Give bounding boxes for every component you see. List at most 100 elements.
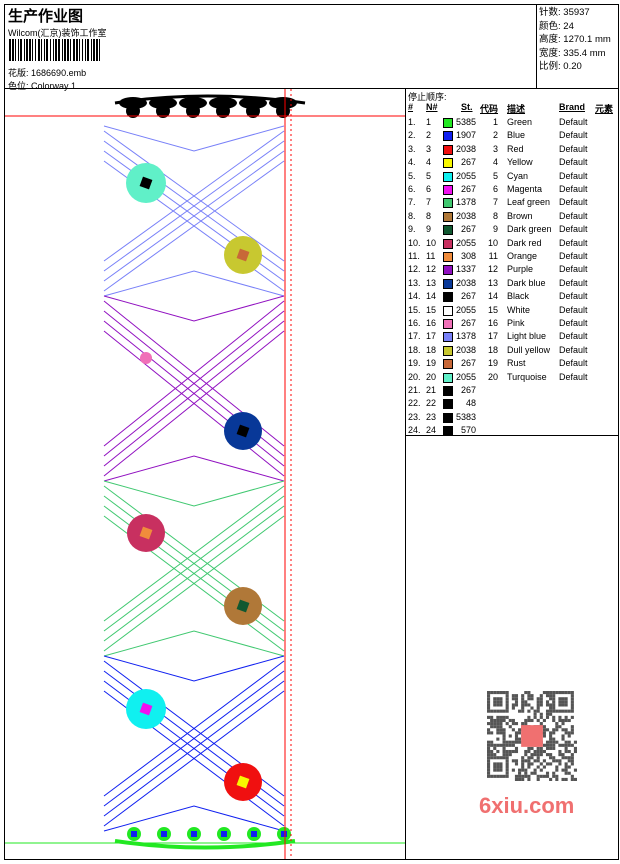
chevron-line: [103, 630, 285, 657]
satin-line: [103, 485, 285, 622]
row-code: 12: [487, 264, 498, 275]
stop-row: 18. 18 2038 18 Dull yellow Default: [406, 344, 618, 357]
color-swatch: [443, 292, 453, 303]
stop-row: 22. 22 48: [406, 397, 618, 410]
row-stitches: 2038: [455, 210, 476, 221]
row-stitches: 2055: [455, 170, 476, 181]
row-brand: Default: [559, 318, 588, 328]
row-index: 10.: [408, 237, 421, 248]
color-swatch: [443, 144, 453, 155]
row-code: 10: [487, 237, 498, 248]
satin-line: [103, 495, 285, 632]
border-center: [251, 831, 257, 837]
row-stitches: 1907: [455, 130, 476, 141]
border-dot: [156, 104, 170, 118]
satin-line: [103, 670, 285, 807]
row-needle: 11: [426, 251, 436, 261]
row-brand: Default: [559, 157, 588, 168]
design-file: 花版: 1686690.emb: [8, 66, 86, 79]
row-code: 9: [492, 224, 498, 235]
stop-row: 6. 6 267 6 Magenta Default: [406, 183, 618, 196]
row-index: 16.: [408, 318, 421, 328]
row-code: 14: [487, 291, 498, 302]
row-needle: 2: [426, 130, 432, 141]
row-stitches: 267: [460, 291, 476, 302]
row-needle: 5: [426, 170, 432, 181]
row-description: Dark blue: [507, 277, 546, 288]
stat-height: 高度: 1270.1 mm: [539, 34, 611, 45]
row-description: Light blue: [507, 331, 547, 342]
stop-row: 7. 7 1378 7 Leaf green Default: [406, 196, 618, 209]
chevron-line: [103, 805, 285, 832]
color-swatch: [443, 399, 453, 410]
border-center: [191, 831, 197, 837]
border-center: [221, 831, 227, 837]
color-swatch: [443, 345, 453, 356]
row-brand: Default: [559, 143, 588, 154]
row-code: 17: [487, 331, 498, 342]
qr-code: [487, 691, 577, 781]
satin-line: [103, 150, 285, 282]
color-swatch: [443, 171, 453, 182]
col-element: 元素: [595, 104, 614, 114]
border-scallop: [209, 97, 237, 109]
row-code: 4: [492, 157, 498, 168]
satin-line: [103, 160, 285, 292]
colorway-value: Colorway 1: [31, 81, 77, 91]
row-index: 17.: [408, 331, 421, 342]
row-index: 12.: [408, 264, 421, 275]
row-brand: Default: [559, 184, 588, 194]
row-needle: 12: [426, 264, 437, 275]
color-swatch: [443, 265, 453, 276]
page-title: 生产作业图: [8, 8, 84, 25]
row-brand: Default: [559, 277, 588, 288]
stop-row: 10. 10 2055 10 Dark red Default: [406, 237, 618, 250]
stop-row: 14. 14 267 14 Black Default: [406, 290, 618, 303]
row-code: 8: [492, 210, 498, 221]
embroidery-design: [5, 89, 405, 859]
row-stitches: 2055: [455, 304, 476, 315]
row-description: Dark green: [507, 224, 552, 235]
col-needle: N#: [426, 102, 438, 112]
satin-line: [103, 690, 285, 827]
row-index: 2.: [408, 130, 416, 141]
color-swatch: [443, 278, 453, 289]
color-swatch: [443, 238, 453, 249]
border-scallop: [179, 97, 207, 109]
design-stats: 针数: 35937 颜色: 24 高度: 1270.1 mm 宽度: 335.4…: [536, 5, 618, 89]
row-description: Orange: [507, 251, 538, 261]
row-brand: Default: [559, 224, 588, 235]
color-swatch: [443, 198, 453, 209]
row-index: 14.: [408, 291, 421, 302]
production-worksheet: 生产作业图 Wilcom(汇京)装饰工作室 花版: 1686690.emb 色位…: [4, 4, 619, 860]
row-code: 7: [492, 197, 498, 208]
row-needle: 3: [426, 143, 432, 154]
stat-stitches: 针数: 35937: [539, 7, 590, 18]
row-index: 6.: [408, 184, 416, 194]
design-file-label: 花版:: [8, 68, 29, 78]
row-code: 18: [487, 344, 498, 355]
row-brand: Default: [559, 264, 588, 275]
row-brand: Default: [559, 291, 588, 302]
row-description: Black: [507, 291, 530, 302]
satin-line: [103, 320, 285, 467]
row-index: 21.: [408, 385, 421, 395]
row-description: Red: [507, 143, 524, 154]
barcode: [9, 39, 125, 61]
row-stitches: 1337: [455, 264, 476, 275]
row-description: White: [507, 304, 531, 315]
chevron-line: [103, 655, 285, 682]
row-index: 13.: [408, 277, 421, 288]
row-index: 24.: [408, 425, 421, 436]
row-needle: 22: [426, 398, 437, 409]
flower-center: [139, 176, 153, 190]
row-stitches: 48: [465, 398, 476, 409]
border-dot: [246, 104, 260, 118]
row-code: 15: [487, 304, 498, 315]
row-stitches: 2055: [455, 371, 476, 382]
border-curve: [114, 839, 296, 850]
row-index: 1.: [408, 117, 416, 127]
satin-line: [103, 300, 285, 447]
row-description: Brown: [507, 210, 533, 221]
row-needle: 21: [426, 385, 437, 395]
